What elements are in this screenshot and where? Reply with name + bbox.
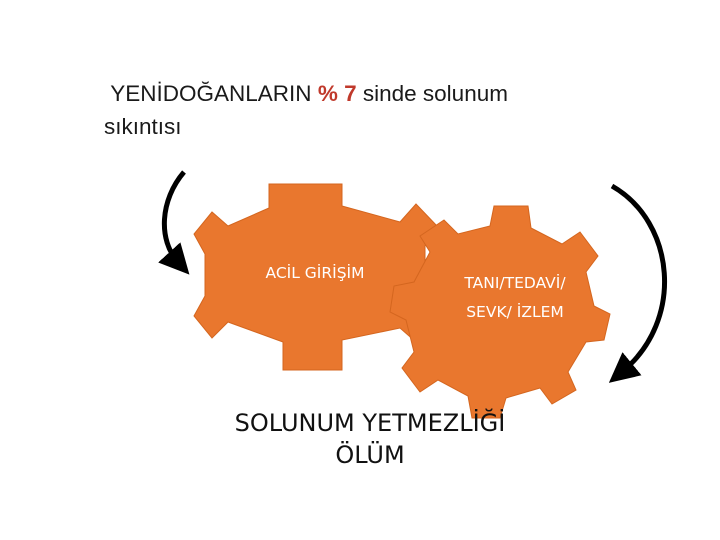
title-highlight: % 7 (317, 81, 357, 106)
outcome-line-1: SOLUNUM YETMEZLİĞİ (234, 409, 506, 437)
outcome-text: SOLUNUM YETMEZLİĞİ ÖLÜM (210, 408, 530, 471)
left-gear (193, 183, 438, 371)
right-gear-label: TANI/TEDAVİ/ SEVK/ İZLEM (440, 269, 590, 328)
title-line-1: YENİDOĞANLARIN % 7 sinde solunum (104, 78, 564, 111)
title-prefix: YENİDOĞANLARIN (110, 81, 312, 106)
title-suffix: sinde solunum (362, 81, 508, 106)
title-line-2: sıkıntısı (104, 113, 182, 139)
left-gear-label: ACİL GİRİŞİM (265, 264, 365, 282)
left-cycle-arrow (158, 170, 190, 275)
outcome-line-2: ÖLÜM (335, 440, 405, 469)
slide-title: YENİDOĞANLARIN % 7 sinde solunum sıkıntı… (104, 78, 564, 143)
right-cycle-arrow (608, 183, 667, 383)
right-gear (389, 205, 611, 419)
right-gear-label-line-1: TANI/TEDAVİ/ (464, 274, 566, 292)
right-gear-label-line-2: SEVK/ İZLEM (466, 303, 564, 322)
